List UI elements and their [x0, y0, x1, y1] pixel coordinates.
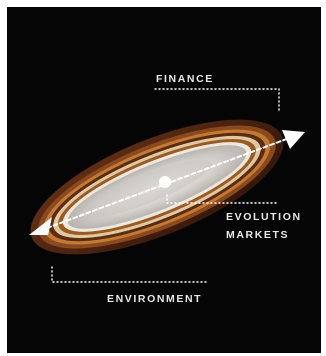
agate-slice — [14, 92, 300, 282]
environment-label: ENVIRONMENT — [107, 293, 202, 305]
diagram-frame: FINANCE EVOLUTION MARKETS ENVIRONMENT — [7, 7, 321, 353]
center-point — [159, 176, 171, 188]
environment-connector — [52, 267, 207, 282]
finance-label: FINANCE — [156, 73, 214, 85]
evolution-label: EVOLUTION — [226, 211, 302, 223]
markets-label: MARKETS — [226, 229, 289, 241]
finance-connector — [155, 89, 279, 110]
